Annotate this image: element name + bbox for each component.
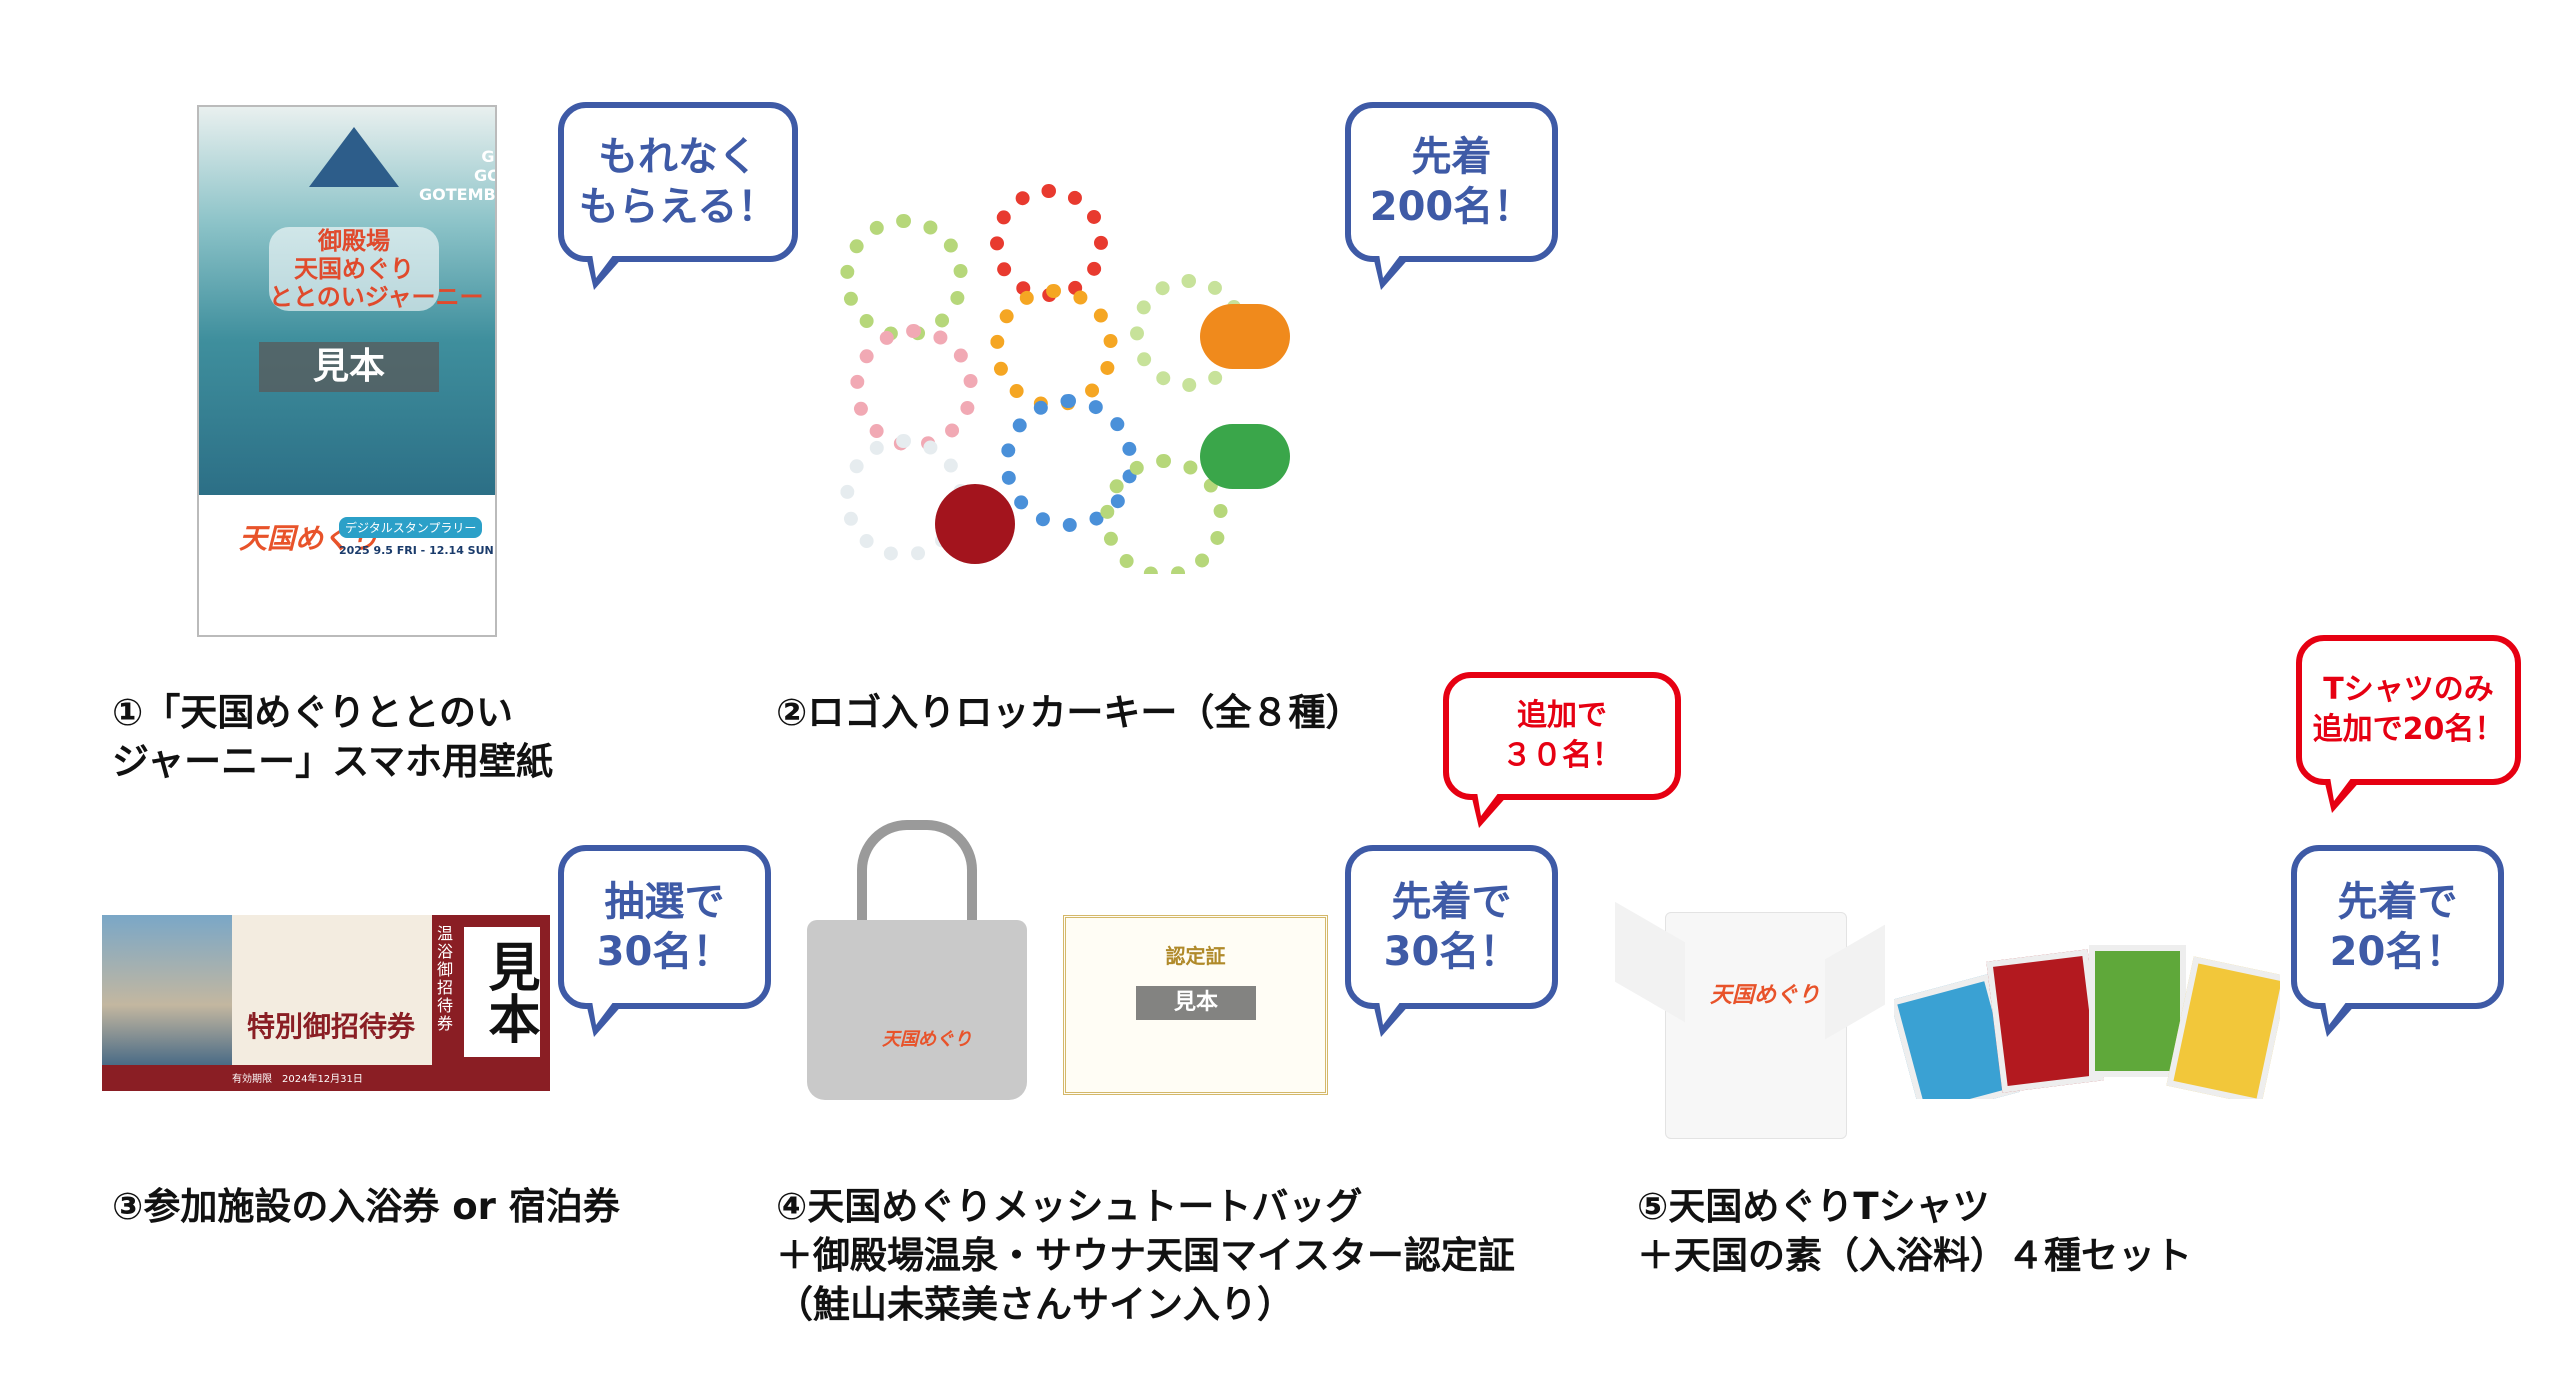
prize-1-label: ①「天国めぐりととのい ジャーニー」スマホ用壁紙 <box>112 691 554 783</box>
wallpaper-title: 御殿場 天国めぐり ととのいジャーニー <box>269 227 484 311</box>
ticket-expiry: 有効期限 2024年12月31日 <box>232 1074 363 1085</box>
tote-bag-image: 天国めぐり <box>787 820 1050 1107</box>
certificate-title: 認定証 <box>1165 944 1226 968</box>
bubble-prize-3: 抽選で 30名！ <box>558 845 771 1037</box>
wallpaper-image: 御殿場 天国めぐり ととのいジャーニー GO GO! GOTEMBA 見本 天国… <box>197 105 497 637</box>
locker-keys-image <box>820 164 1312 574</box>
ticket-title: 特別御招待券 <box>247 1010 416 1043</box>
bubble-prize-4: 先着で 30名！ <box>1345 845 1558 1037</box>
wallpaper-stamp: デジタルスタンプラリー <box>339 517 483 538</box>
wallpaper-dates: 2025 9.5 FRI - 12.14 SUN <box>339 544 494 557</box>
bubble-prize-5-extra: Tシャツのみ 追加で20名！ <box>2296 635 2521 813</box>
bubble-prize-4-extra: 追加で ３０名！ <box>1443 672 1681 828</box>
prize-4-label: ④天国めぐりメッシュトートバッグ ＋御殿場温泉・サウナ天国マイスター認定証 （鮭… <box>776 1185 1515 1326</box>
bubble-prize-2: 先着 200名！ <box>1345 102 1558 290</box>
sample-watermark: 見本 <box>1136 986 1256 1020</box>
bath-ticket-image: 有効期限 2024年12月31日 特別御招待券 温浴御招待券 見本 <box>102 915 550 1091</box>
sample-watermark: 見本 <box>259 342 439 392</box>
bubble-prize-1: もれなく もらえる！ <box>558 102 798 290</box>
tshirt-logo: 天国めぐり <box>1710 983 1821 1008</box>
prize-5-label: ⑤天国めぐりTシャツ ＋天国の素（入浴料）４種セット <box>1637 1185 2192 1277</box>
bath-salt-packets-image <box>1894 935 2280 1099</box>
certificate-image: 認定証 見本 <box>1063 915 1328 1095</box>
wallpaper-go: GO GO! GOTEMBA <box>419 147 496 204</box>
prize-3-label: ③参加施設の入浴券 or 宿泊券 <box>112 1185 620 1228</box>
bag-logo: 天国めぐり <box>882 1029 972 1050</box>
ticket-side: 温浴御招待券 <box>437 924 454 1033</box>
prize-2-label: ②ロゴ入りロッカーキー（全８種） <box>776 691 1363 734</box>
sample-watermark: 見本 <box>464 927 540 1057</box>
bubble-prize-5: 先着で 20名！ <box>2291 845 2504 1037</box>
tshirt-image: 天国めぐり <box>1615 902 1894 1140</box>
